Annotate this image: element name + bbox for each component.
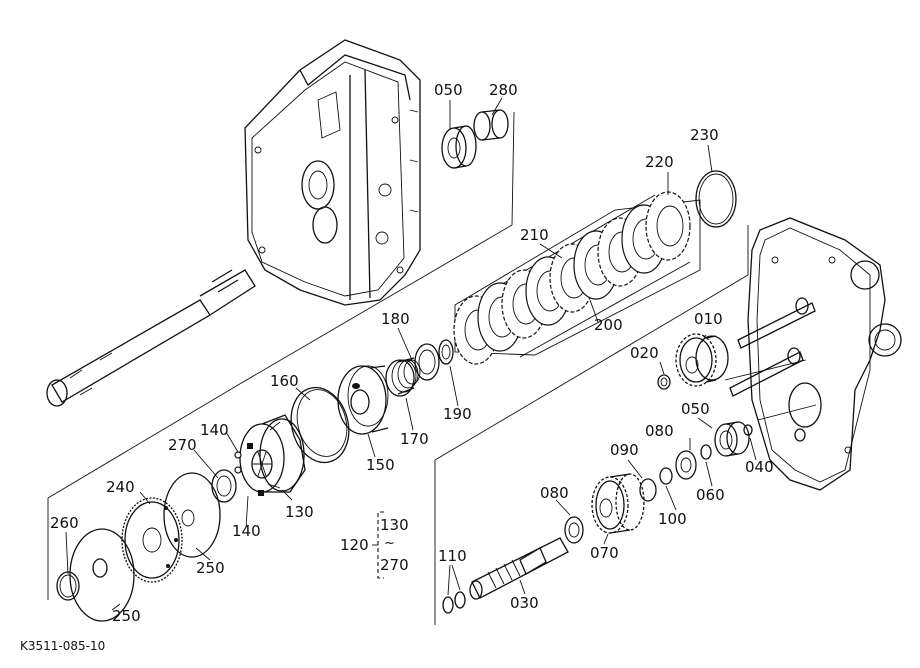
label-180: 180 <box>381 310 410 328</box>
label-160: 160 <box>270 372 299 390</box>
input-shaft <box>46 269 256 407</box>
nut-020 <box>657 374 671 390</box>
label-130-range: 130 <box>380 516 409 534</box>
label-270-range: 270 <box>380 556 409 574</box>
bearing-080-upper <box>675 450 697 480</box>
range-bracket <box>372 511 384 579</box>
ring-100 <box>659 467 673 485</box>
label-170: 170 <box>400 430 429 448</box>
right-shafts <box>729 297 816 397</box>
label-020: 020 <box>630 344 659 362</box>
label-240: 240 <box>106 478 135 496</box>
assembly-guide-lines <box>47 111 817 625</box>
label-050-right: 050 <box>681 400 710 418</box>
snap-rings-110 <box>442 591 466 614</box>
clutch-pack <box>453 170 737 365</box>
bush-280 <box>473 109 509 141</box>
label-100: 100 <box>658 510 687 528</box>
label-080-lower: 080 <box>540 484 569 502</box>
label-040: 040 <box>745 458 774 476</box>
transmission-case-right <box>747 217 902 491</box>
label-250-upper: 250 <box>196 559 225 577</box>
label-120: 120 <box>340 536 369 554</box>
label-010: 010 <box>694 310 723 328</box>
label-030: 030 <box>510 594 539 612</box>
seal-180 <box>414 343 440 381</box>
leader-lines <box>65 97 757 611</box>
washer-090 <box>639 478 657 502</box>
plug-040 <box>743 424 753 436</box>
gear-070 <box>591 473 645 534</box>
o-ring-160 <box>290 386 350 464</box>
label-200: 200 <box>594 316 623 334</box>
spring-170 <box>385 357 421 397</box>
label-280: 280 <box>489 81 518 99</box>
clutch-plate-bore <box>656 205 684 247</box>
label-260: 260 <box>50 514 79 532</box>
clutch-drum-130 <box>239 414 306 496</box>
washer-060 <box>700 444 712 460</box>
label-080-upper: 080 <box>645 422 674 440</box>
diagram-code: K3511-085-10 <box>20 639 106 653</box>
label-140-top: 140 <box>200 421 229 439</box>
label-060: 060 <box>696 486 725 504</box>
gear-240 <box>121 497 183 583</box>
label-270-left: 270 <box>168 436 197 454</box>
label-050-top: 050 <box>434 81 463 99</box>
bearing-050-top <box>441 125 477 169</box>
label-190: 190 <box>443 405 472 423</box>
piston-150 <box>337 365 389 435</box>
label-110: 110 <box>438 547 467 565</box>
bearing-080-lower <box>564 516 584 544</box>
plate-250-upper <box>163 472 221 558</box>
label-210: 210 <box>520 226 549 244</box>
range-tilde: ~ <box>384 536 395 551</box>
label-090: 090 <box>610 441 639 459</box>
label-230: 230 <box>690 126 719 144</box>
transmission-case-left <box>244 39 421 306</box>
gear-010 <box>675 333 729 387</box>
shaft-030 <box>469 537 569 600</box>
label-220: 220 <box>645 153 674 171</box>
washer-190 <box>438 339 454 365</box>
label-070: 070 <box>590 544 619 562</box>
label-250-lower: 250 <box>112 607 141 625</box>
bearing-050-right <box>714 421 750 457</box>
collar-140 <box>234 451 242 474</box>
label-150: 150 <box>366 456 395 474</box>
label-130-drum: 130 <box>285 503 314 521</box>
label-140-bottom: 140 <box>232 522 261 540</box>
snap-ring-260 <box>56 571 80 601</box>
